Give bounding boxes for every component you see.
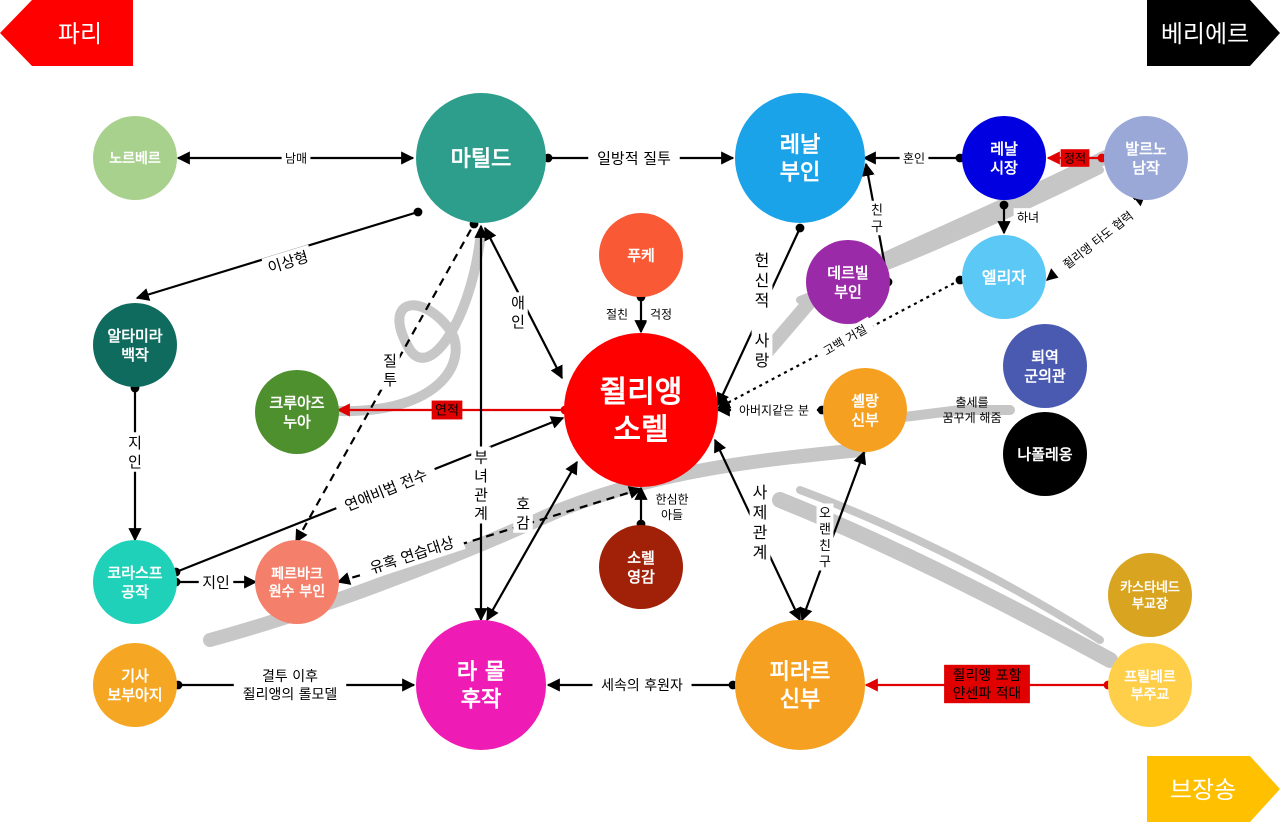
svg-text:지인: 지인 bbox=[128, 434, 142, 471]
svg-text:호감: 호감 bbox=[516, 495, 530, 532]
nodes: 쥘리앵소렐 마틸드 레날부인 레날시장 발르노남작엘리자 데르빌부인 노르베르알타미라백작크… bbox=[93, 93, 1192, 750]
svg-text:혼인: 혼인 bbox=[903, 151, 925, 165]
edge-label-renal-mayor-wife: 혼인 bbox=[900, 149, 929, 167]
edge-label-elisa-valenod: 쥘리앵 타도 협력 bbox=[1050, 200, 1146, 281]
svg-text:연애비법 전수: 연애비법 전수 bbox=[342, 466, 430, 515]
corner-paris[interactable]: 파리 bbox=[0, 0, 133, 66]
edge-label-mathilde-lamole: 부녀관계 bbox=[471, 447, 491, 524]
node-fouque[interactable]: 푸케 bbox=[599, 213, 683, 297]
edge-label-mathilde-renal: 일방적 질투 bbox=[588, 147, 680, 169]
edge-label-mathilde-altamira: 이상형 bbox=[262, 245, 315, 280]
svg-text:애인: 애인 bbox=[511, 294, 525, 331]
edge-label-korasoff-julien: 연애비법 전수 bbox=[333, 460, 439, 520]
node-norbert[interactable]: 노르베르 bbox=[93, 116, 177, 200]
corner-besancon-label: 브장송 bbox=[1170, 776, 1236, 804]
edge-label-croisenois-julien: 연적 bbox=[432, 401, 463, 420]
edge-label-fouque-julien-right: 걱정 bbox=[647, 305, 676, 323]
svg-text:정적: 정적 bbox=[1064, 151, 1086, 165]
node-norbert-label: 노르베르 bbox=[109, 151, 161, 167]
node-napoleon[interactable]: 나폴레옹 bbox=[1003, 412, 1087, 496]
corner-berrier-label: 베리에르 bbox=[1161, 20, 1249, 48]
node-mathilde[interactable]: 마틸드 bbox=[416, 93, 546, 223]
svg-text:질투: 질투 bbox=[383, 352, 397, 389]
svg-text:남매: 남매 bbox=[285, 151, 307, 165]
edge-label-fouque-julien-left: 절친 bbox=[603, 305, 632, 323]
node-napoleon-label: 나폴레옹 bbox=[1017, 445, 1072, 463]
svg-text:지인: 지인 bbox=[202, 573, 230, 591]
node-fouque-label: 푸케 bbox=[627, 246, 655, 264]
svg-text:세속의 후원자: 세속의 후원자 bbox=[601, 678, 683, 694]
edge-label-mayor-elisa: 하녀 bbox=[1014, 208, 1043, 226]
svg-text:일방적 질투: 일방적 질투 bbox=[597, 149, 671, 167]
edge-label-valenod-mayor: 정적 bbox=[1061, 149, 1090, 167]
node-elisa-label: 엘리자 bbox=[982, 268, 1026, 287]
svg-text:하녀: 하녀 bbox=[1017, 210, 1039, 224]
edge-label-norbert-mathilde: 남매 bbox=[282, 149, 311, 167]
svg-text:친구: 친구 bbox=[871, 204, 883, 235]
corner-besancon[interactable]: 브장송 bbox=[1147, 756, 1280, 822]
node-renal-mayor-label: 레날시장 bbox=[990, 140, 1018, 177]
svg-text:걱정: 걱정 bbox=[650, 307, 672, 321]
node-elisa[interactable]: 엘리자 bbox=[962, 235, 1046, 319]
edge-label-boisier-lamole: 결투 이후쥘리앵의 롤모델 bbox=[234, 666, 346, 704]
svg-text:아버지같은 분: 아버지같은 분 bbox=[739, 403, 809, 417]
svg-text:쥘리앵 타도 협력: 쥘리앵 타도 협력 bbox=[1060, 209, 1136, 272]
svg-text:연적: 연적 bbox=[435, 404, 459, 419]
svg-text:출세를꿈꾸게 해줌: 출세를꿈꾸게 해줌 bbox=[942, 396, 1001, 426]
node-mathilde-label: 마틸드 bbox=[451, 147, 512, 172]
svg-text:절친: 절친 bbox=[606, 307, 628, 321]
corner-berrier[interactable]: 베리에르 bbox=[1147, 0, 1280, 66]
edge-label-pirard-lamole: 세속의 후원자 bbox=[592, 675, 691, 695]
edge-label-chelan-julien: 아버지같은 분 bbox=[731, 401, 817, 419]
edge-label-korasoff-fervaques: 지인 bbox=[199, 571, 234, 593]
corner-paris-label: 파리 bbox=[58, 20, 102, 48]
